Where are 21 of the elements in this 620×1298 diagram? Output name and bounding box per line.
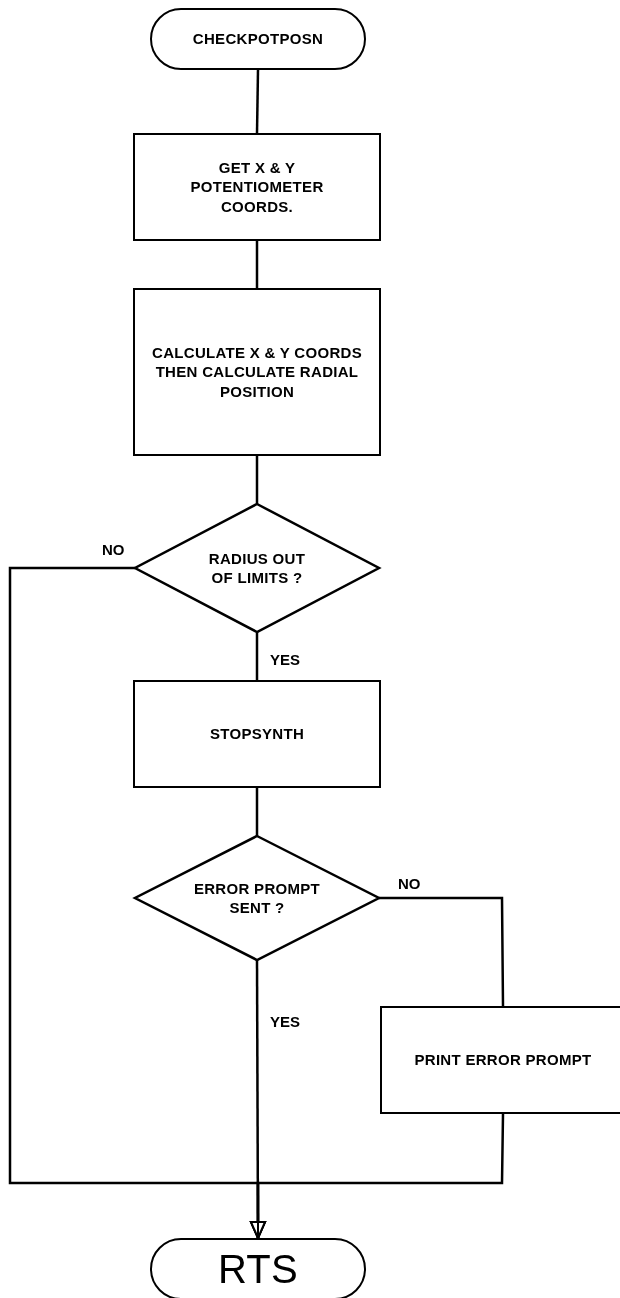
node-text: PRINT ERROR PROMPT [414,1050,592,1070]
connector-line [250,1114,505,1239]
process-box [133,133,381,241]
node-text: STOPSYNTH [209,724,305,744]
node-text: CALCULATE X & Y COORDS THEN CALCULATE RADIAL POSITION [152,342,362,402]
process-box [380,1006,620,1114]
node-text: GET X & Y POTENTIOMETER COORDS. [189,157,325,217]
connector-line [379,896,505,1006]
connector-line [255,788,259,836]
connector-line [255,456,259,504]
decision-diamond [135,836,379,960]
node-text: RTS [217,1246,299,1293]
connector-line [255,69,260,134]
node-text: ERROR PROMPT SENT ? [192,878,322,918]
node-text: CHECKPOTPOSN [192,29,324,49]
decision-diamond [135,504,379,632]
node-text: RADIUS OUT OF LIMITS ? [207,548,307,588]
process-box [133,680,381,788]
connector-line [255,241,259,288]
process-box [133,288,381,456]
connector-line [255,632,259,680]
